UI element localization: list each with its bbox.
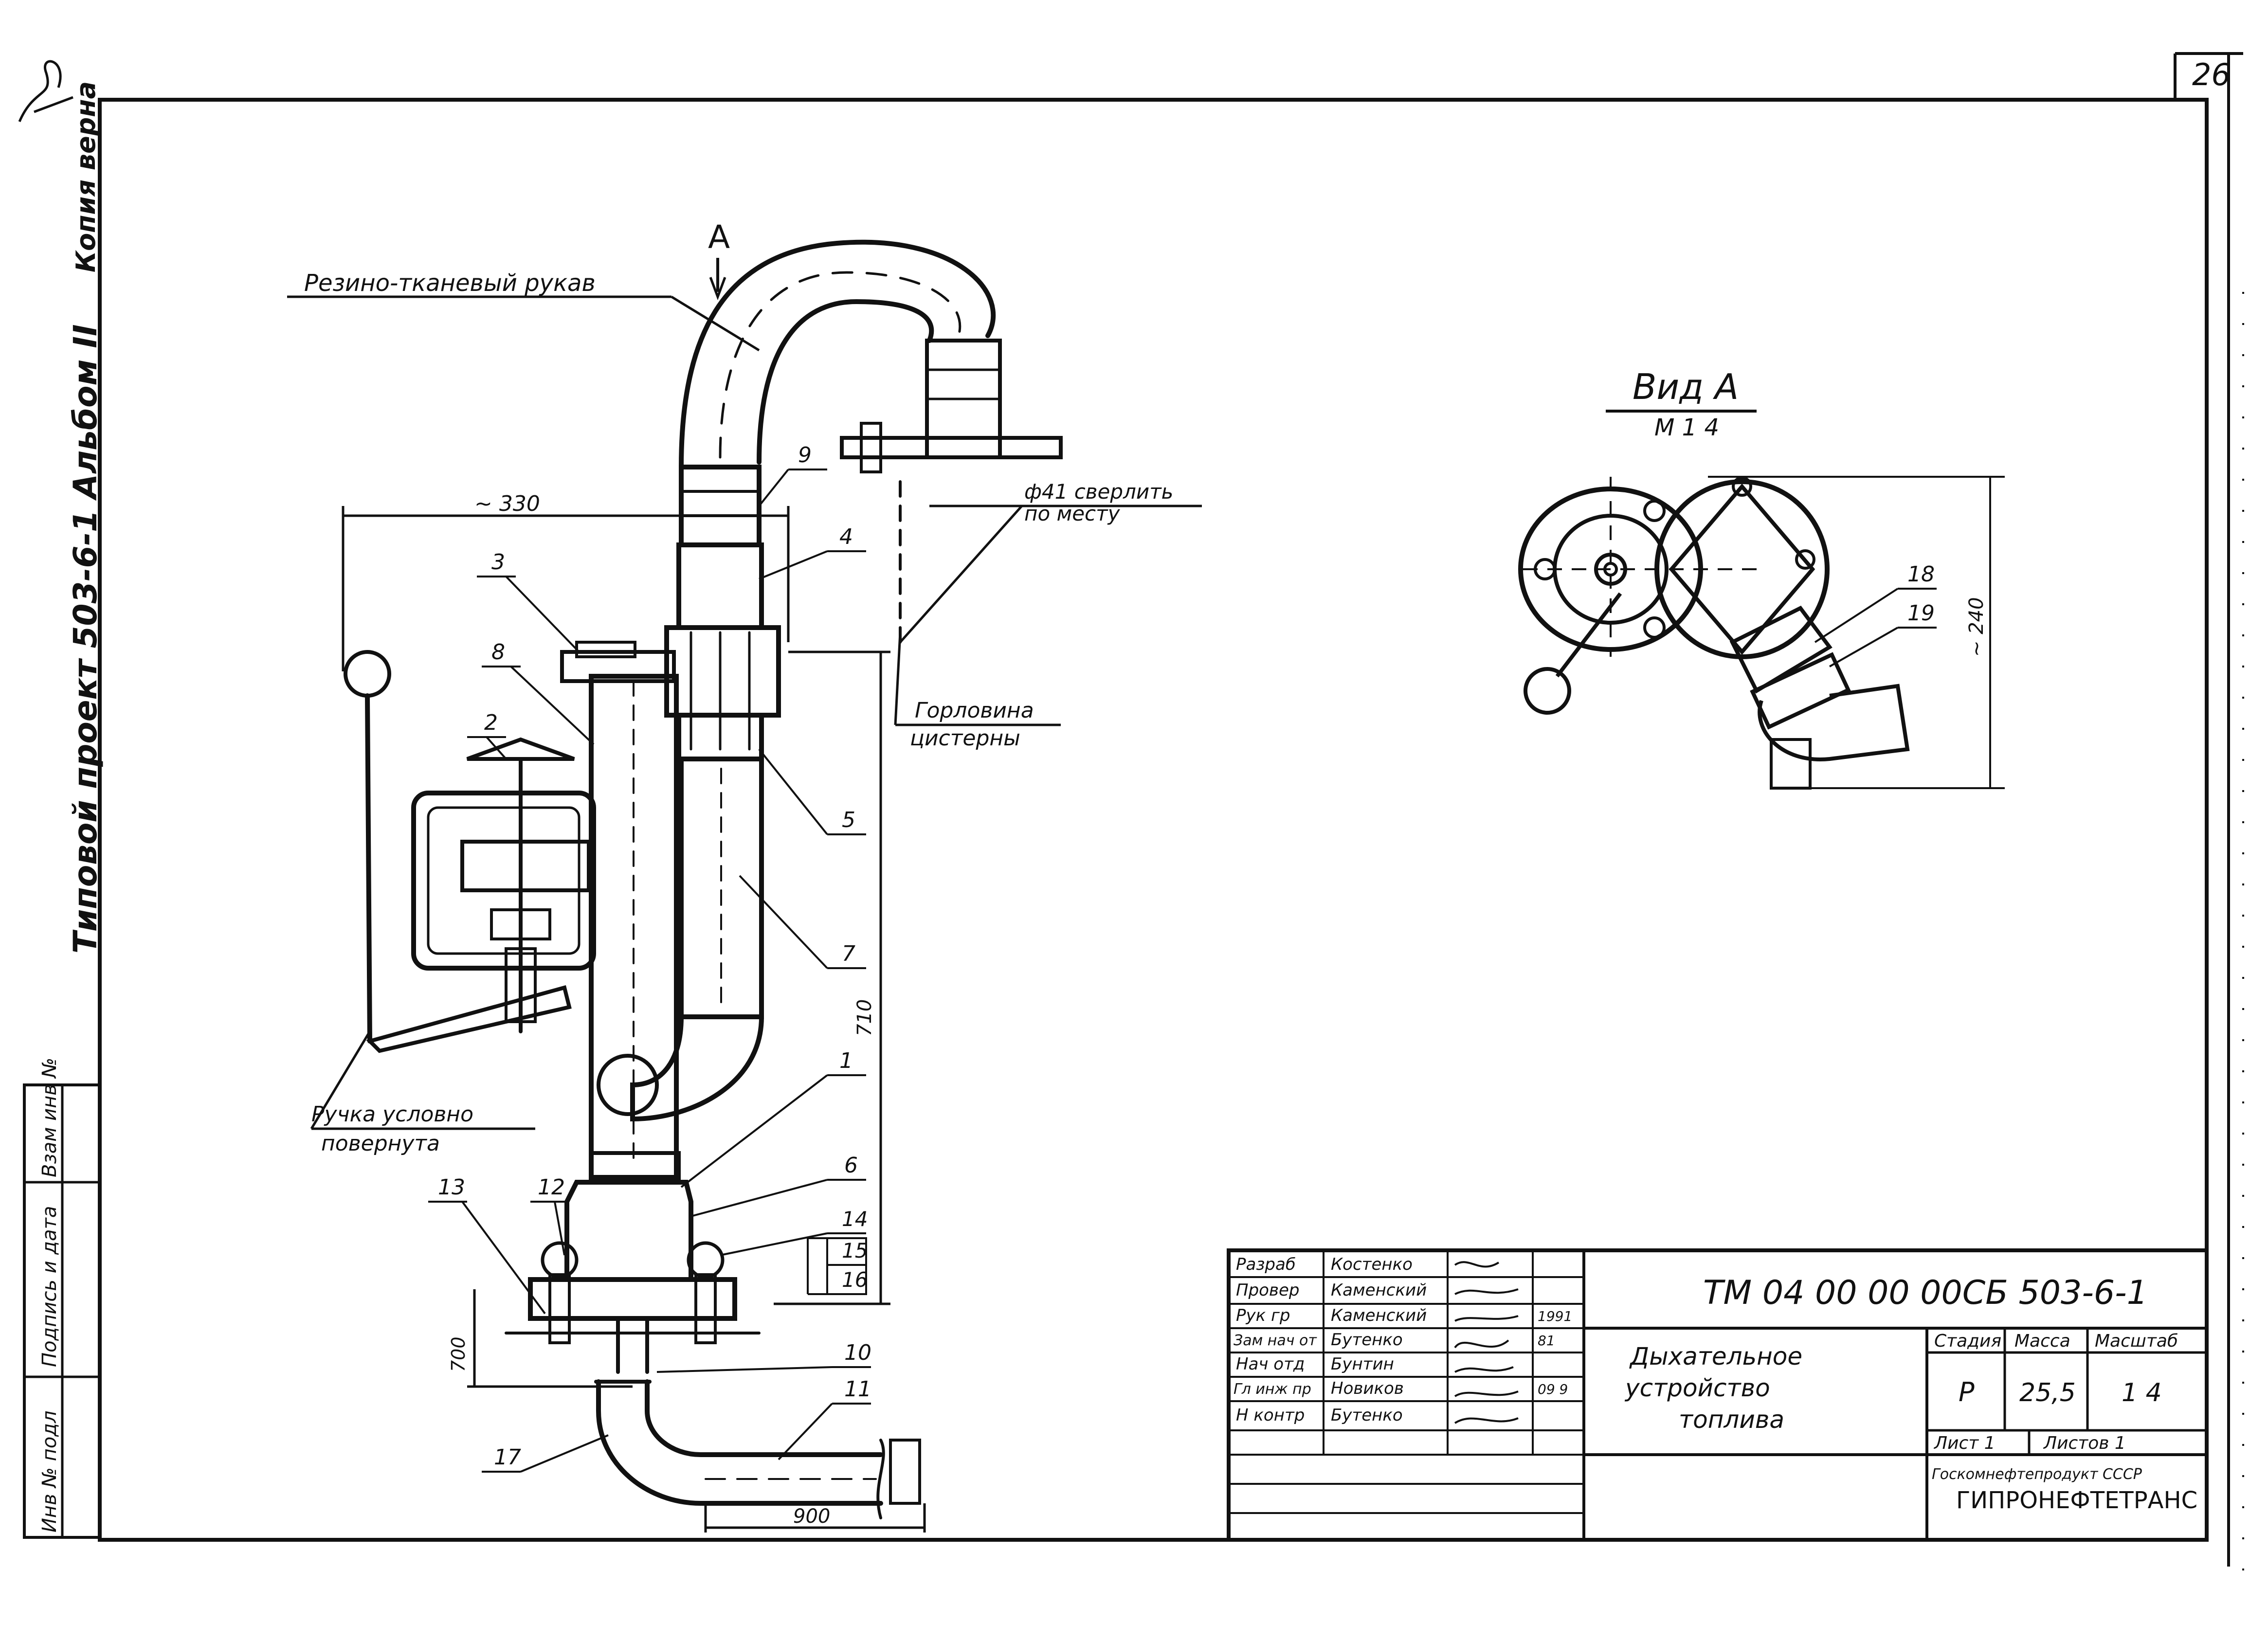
callout-7: 7: [842, 941, 855, 966]
tb-name-4: Бутенко: [1331, 1330, 1403, 1350]
copy-stamp: Копия верна: [71, 81, 101, 272]
tb-org-2: ГИПРОНЕФТЕТРАНС: [1956, 1487, 2197, 1514]
labels: A Резино-тканевый рукав Ручка условно по…: [287, 218, 1202, 1473]
tb-date-4: 81: [1538, 1333, 1555, 1349]
tb-role-6: Гл инж пр: [1234, 1381, 1311, 1398]
drill-label-2: по месту: [1024, 502, 1121, 525]
tb-signatures: [1454, 1261, 1519, 1424]
side-title: Типовой проект 503-6-1 Альбом II: [67, 324, 104, 954]
tb-name-3: Каменский: [1331, 1306, 1427, 1325]
tb-scale: 1 4: [2122, 1378, 2162, 1407]
view-a-dim-240: ~ 240: [1965, 597, 1988, 657]
dim-330: ~ 330: [474, 491, 540, 516]
tb-stage: Р: [1959, 1377, 1975, 1407]
tb-role-1: Разраб: [1236, 1255, 1296, 1274]
stamp-cell-3: Инв № подл: [38, 1410, 61, 1533]
view-marker-a: A: [708, 218, 730, 256]
tb-doc-code: ТМ 04 00 00 00СБ 503-6-1: [1703, 1274, 2148, 1312]
tb-doc-name-1: Дыхательное: [1629, 1342, 1802, 1371]
callout-12: 12: [538, 1175, 565, 1200]
callout-6: 6: [844, 1153, 858, 1178]
callout-11: 11: [844, 1377, 871, 1402]
callout-13: 13: [438, 1175, 465, 1200]
tb-name-5: Бунтин: [1331, 1354, 1394, 1374]
hatch-label-2: цистерны: [910, 726, 1020, 751]
view-a: Вид А М 1 4 ~ 240 18 19: [1518, 366, 2005, 790]
dim-700: 700: [448, 1336, 469, 1372]
tb-role-2: Провер: [1236, 1280, 1300, 1300]
hatch-label-1: Горловина: [915, 698, 1034, 723]
view-a-scale: М 1 4: [1654, 414, 1719, 441]
callout-18: 18: [1907, 562, 1935, 587]
tb-doc-name-2: устройство: [1624, 1374, 1770, 1402]
tb-name-2: Каменский: [1331, 1280, 1427, 1300]
side-title-group: Типовой проект 503-6-1 Альбом II Копия в…: [18, 60, 104, 954]
sheet-frame: [98, 52, 2244, 1581]
tb-mass: 25,5: [2019, 1378, 2076, 1407]
callout-17: 17: [494, 1445, 521, 1470]
tb-stage-header: Стадия: [1934, 1331, 2001, 1351]
callout-16: 16: [842, 1268, 868, 1292]
dim-900: 900: [793, 1505, 830, 1528]
callout-19: 19: [1907, 601, 1935, 626]
tb-sheets: Листов 1: [2043, 1433, 2126, 1453]
callout-9: 9: [798, 443, 812, 468]
breather-assembly: [344, 239, 1063, 1519]
dim-710: 710: [853, 999, 876, 1036]
tb-date-6: 09 9: [1538, 1381, 1568, 1397]
view-a-title: Вид А: [1633, 366, 1739, 407]
left-stamp: Взам инв № Подпись и дата Инв № подл: [23, 1058, 101, 1539]
tb-role-7: Н контр: [1236, 1406, 1305, 1425]
tb-org-1: Госкомнефтепродукт СССР: [1932, 1466, 2142, 1483]
tb-sheet: Лист 1: [1933, 1433, 1996, 1453]
tb-mass-header: Масса: [2014, 1331, 2070, 1351]
tb-doc-name-3: топлива: [1679, 1406, 1784, 1434]
hose-label: Резино-тканевый рукав: [304, 270, 596, 297]
callout-3: 3: [491, 550, 505, 575]
callout-8: 8: [491, 640, 505, 665]
title-block: Разраб Костенко Провер Каменский Рук гр …: [1227, 1248, 2209, 1542]
callout-10: 10: [844, 1340, 871, 1365]
tb-role-4: Зам нач от: [1234, 1332, 1317, 1349]
callout-2: 2: [484, 710, 498, 735]
callout-15: 15: [842, 1239, 868, 1262]
callout-1: 1: [839, 1048, 853, 1073]
tb-name-1: Костенко: [1331, 1255, 1413, 1274]
tb-name-6: Новиков: [1331, 1379, 1404, 1398]
tb-date-3: 1991: [1538, 1308, 1572, 1324]
tb-role-5: Нач отд: [1236, 1354, 1305, 1374]
callout-14: 14: [842, 1207, 868, 1231]
handle-label-1: Ручка условно: [311, 1102, 473, 1127]
tb-role-3: Рук гр: [1236, 1306, 1290, 1325]
handle-label-2: повернута: [321, 1131, 440, 1156]
callout-4: 4: [839, 524, 853, 549]
tb-name-7: Бутенко: [1331, 1406, 1403, 1425]
page-number: 26: [2192, 57, 2231, 92]
hose-arch: [679, 239, 996, 469]
signature-mark: [18, 60, 73, 122]
stamp-cell-2: Подпись и дата: [38, 1206, 61, 1367]
callout-5: 5: [842, 808, 855, 832]
tb-scale-header: Масштаб: [2095, 1331, 2178, 1351]
dimensions: ~ 330 710 700 900: [342, 491, 926, 1533]
drill-label-1: ф41 сверлить: [1024, 480, 1173, 504]
stamp-cell-1: Взам инв №: [38, 1058, 61, 1177]
